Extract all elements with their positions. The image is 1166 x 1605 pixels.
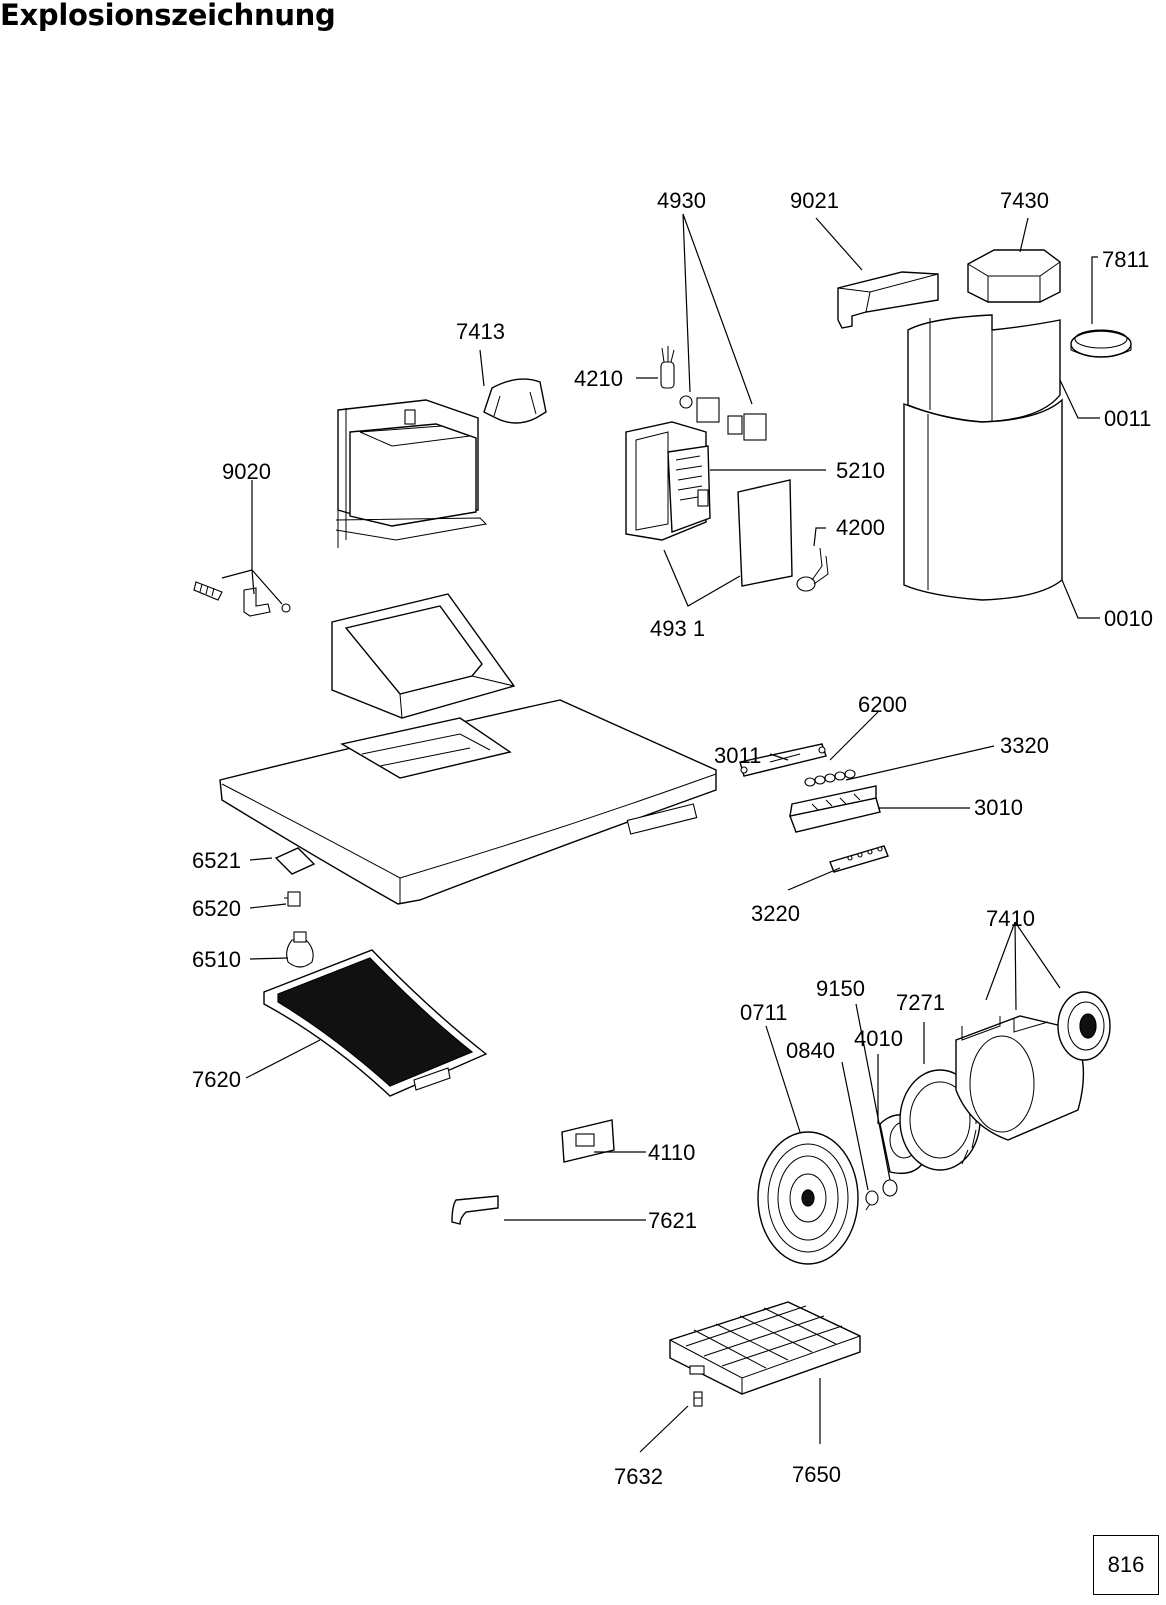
part-7620-grease-filter [263,949,488,1097]
part-9021-bracket [837,271,939,329]
part-label-0840: 0840 [786,1038,835,1063]
part-label-7620: 7620 [192,1067,241,1092]
part-label-0010: 0010 [1104,606,1153,631]
part-7430-adapter [967,249,1061,303]
part-label-4010: 4010 [854,1026,903,1051]
part-label-9020: 9020 [222,459,271,484]
part-label-7410: 7410 [986,906,1035,931]
part-0840-shaft-nut [865,1190,879,1211]
part-number-labels: 4930 9021 7430 7811 7413 4210 0011 9020 … [192,188,1153,1489]
part-motor-housing-box [335,399,488,548]
part-label-3011: 3011 [714,743,761,768]
part-hood-body [219,699,717,905]
part-label-3320: 3320 [1000,733,1049,758]
part-label-4930: 4930 [657,188,706,213]
part-4200-capacitor [796,547,829,592]
part-label-7811: 7811 [1102,247,1149,272]
part-label-0011: 0011 [1104,406,1151,431]
part-0711-motor-plate [757,1131,859,1265]
part-9020-fasteners [193,581,291,617]
part-label-9150: 9150 [816,976,865,1001]
part-0011-upper-chimney [907,314,1061,423]
part-label-6510: 6510 [192,947,241,972]
part-label-7650: 7650 [792,1462,841,1487]
part-label-3010: 3010 [974,795,1023,820]
part-4210-capacitor [660,346,675,389]
part-label-7271: 7271 [896,990,945,1015]
part-label-4110: 4110 [648,1140,695,1165]
part-7650-carbon-filter [669,1301,861,1395]
part-label-7621: 7621 [648,1208,697,1233]
part-3010-control-panel [789,785,881,833]
part-7621-clip [451,1195,499,1225]
part-label-6521: 6521 [192,848,241,873]
part-4931-cover-plate [737,479,793,587]
part-label-4200: 4200 [836,515,885,540]
part-7811-ring [1070,329,1132,358]
part-label-4210: 4210 [574,366,623,391]
part-0010-lower-chimney [903,398,1063,601]
part-label-7632: 7632 [614,1464,663,1489]
part-label-5210: 5210 [836,458,885,483]
part-7410-inlet-ring [1057,991,1111,1061]
part-6520-lamp-holder [284,891,301,907]
part-4930-relays [679,395,767,441]
part-label-6200: 6200 [858,692,907,717]
part-5210-control-board [625,421,711,541]
part-6521-lamp-cover [274,847,316,875]
part-3320-buttons [804,769,856,787]
part-label-4931: 493 1 [650,616,705,641]
part-label-7430: 7430 [1000,188,1049,213]
page-title: Explosionszeichnung [0,0,336,32]
part-label-3220: 3220 [751,901,800,926]
part-label-0711: 0711 [740,1000,787,1025]
part-label-6520: 6520 [192,896,241,921]
part-9150-washer [882,1179,898,1197]
leader-lines [221,213,1100,1453]
part-4110-switch-module [561,1119,615,1163]
part-label-7413: 7413 [456,319,505,344]
part-6510-bulb [286,931,314,968]
part-7413-cone [483,378,547,424]
part-7410-fan-housing [955,1015,1085,1141]
page-number: 816 [1093,1535,1159,1595]
part-3220-knob-strip [829,845,889,873]
part-6200-switch [739,743,827,777]
part-hood-upper-box [331,593,516,719]
part-7632-screw [693,1391,703,1407]
part-label-9021: 9021 [790,188,839,213]
